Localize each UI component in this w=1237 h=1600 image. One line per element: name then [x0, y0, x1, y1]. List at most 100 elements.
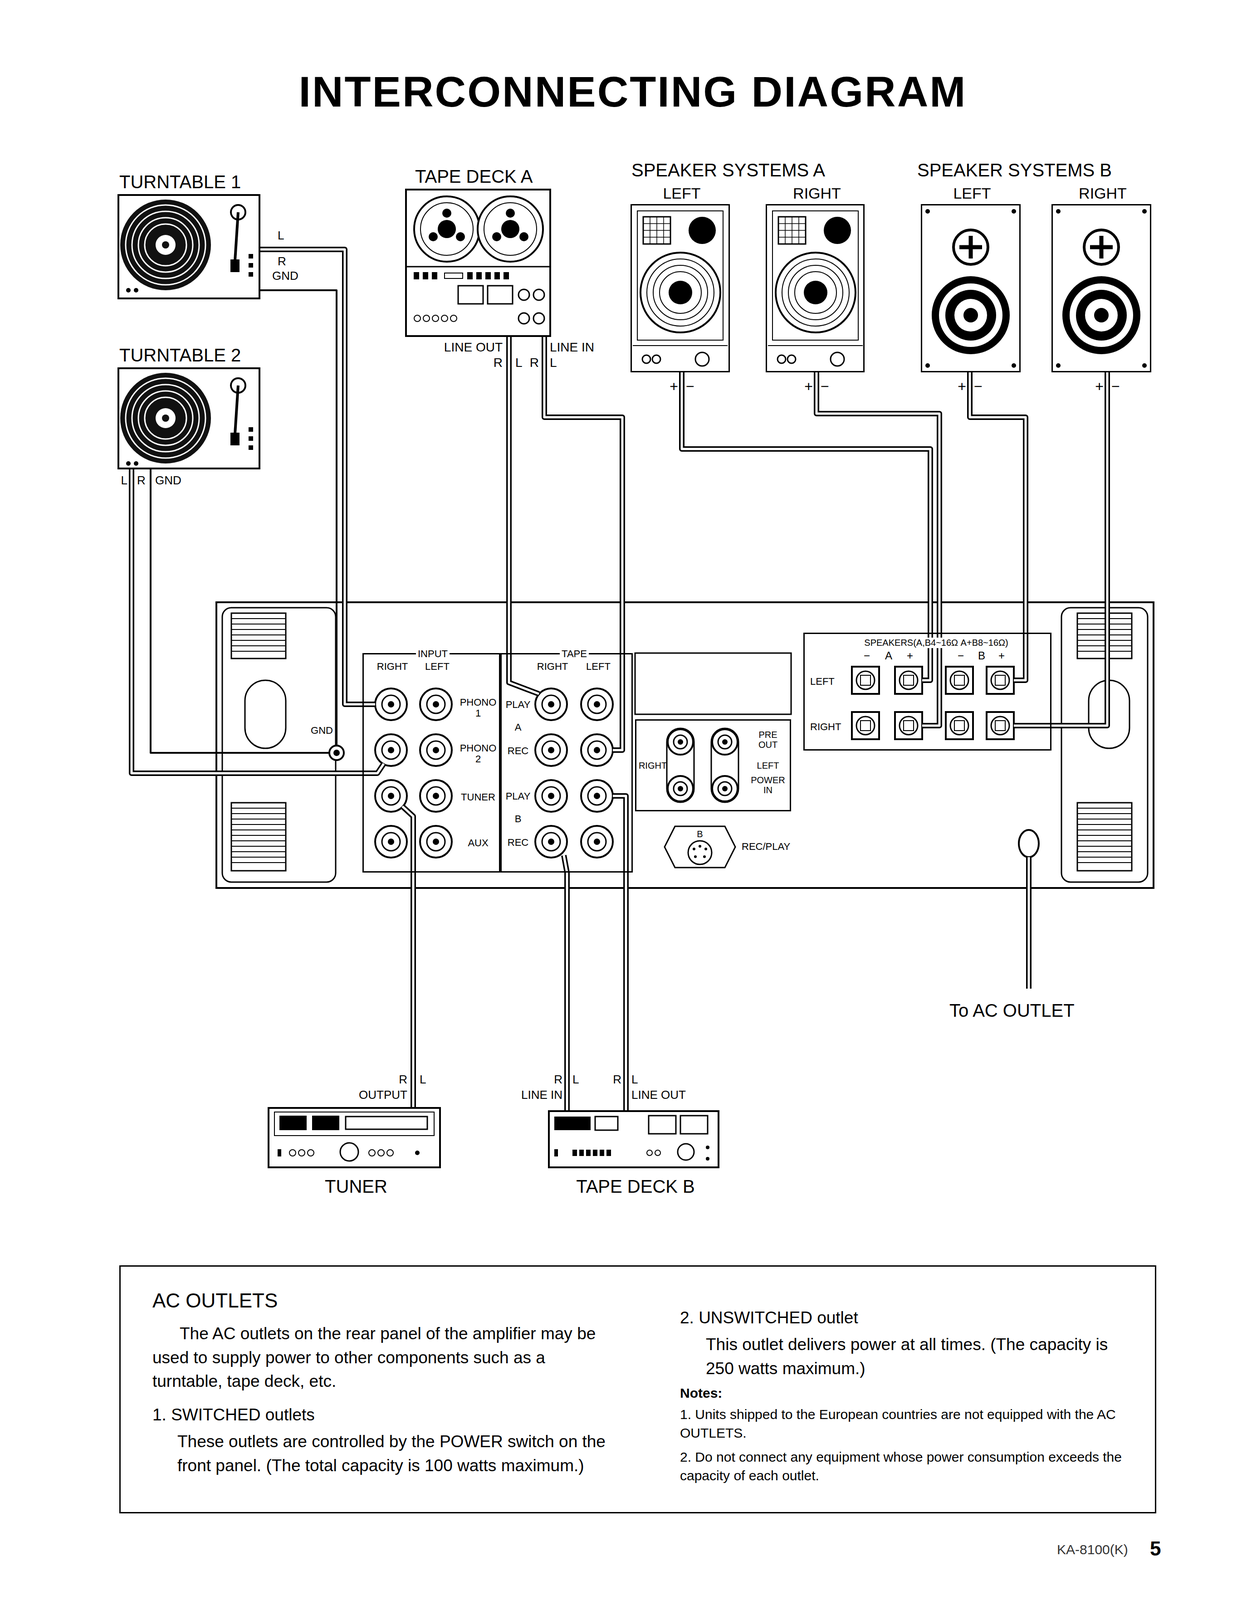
- note-text: Notes:: [679, 1385, 723, 1402]
- amplifier-rear-panel: [666, 728, 695, 803]
- cable: [544, 337, 623, 654]
- tape-deck-art: [450, 315, 457, 322]
- panel-label: −: [863, 649, 871, 663]
- rca-jack: [420, 688, 452, 721]
- turntable-art: [120, 372, 254, 466]
- device-heading: TAPE DECK A: [415, 166, 533, 187]
- cable: [625, 872, 628, 1111]
- tape-deck-art: [423, 315, 430, 322]
- tape-deck-art: [408, 191, 548, 266]
- rca-jack: [667, 729, 694, 755]
- polarity-mark: +: [1095, 378, 1104, 396]
- panel-label: SPEAKERS(A,B4~16Ω A+B8~16Ω): [862, 637, 1010, 649]
- amplifier-rear-panel: [244, 680, 286, 749]
- tape-deck-art: [648, 1115, 676, 1135]
- polarity-mark: +: [957, 378, 967, 396]
- cable: [969, 372, 1026, 633]
- panel-label: +: [906, 649, 914, 663]
- cable: [816, 372, 940, 633]
- panel-label: TUNER: [460, 791, 496, 803]
- page-number: 5: [1149, 1537, 1161, 1561]
- wire-label: R: [493, 355, 503, 371]
- panel-label: LEFT: [757, 760, 780, 772]
- jack-label: LINE IN: [521, 1088, 563, 1103]
- tuner-art: [345, 1116, 428, 1130]
- tape-deck-art: [592, 1149, 598, 1157]
- tuner-art: [377, 1149, 385, 1157]
- cable: [131, 469, 363, 774]
- tape-deck-art: [442, 208, 452, 218]
- rca-jack: [420, 734, 452, 767]
- tape-deck-art: [494, 272, 500, 280]
- tape-deck-art: [413, 272, 420, 280]
- tape-deck-art: [485, 272, 491, 280]
- tape-deck-art: [646, 1150, 653, 1156]
- tape-deck-art: [432, 315, 439, 322]
- rca-jack: [712, 776, 738, 802]
- tuner-art: [368, 1149, 376, 1157]
- speaker-terminal: [945, 666, 973, 695]
- turntable-art: [120, 372, 254, 466]
- group-heading: SPEAKER SYSTEMS A: [631, 159, 826, 181]
- cable: [816, 372, 940, 633]
- tuner-art: [415, 1150, 420, 1156]
- amplifier-rear-panel: [231, 808, 286, 863]
- cable: [623, 872, 629, 1111]
- panel-label: POWER IN: [748, 775, 788, 796]
- tape-deck-art: [595, 1116, 618, 1131]
- tape-deck-art: [554, 1115, 710, 1161]
- tuner-art: [274, 1112, 435, 1162]
- din-outline: [664, 826, 736, 868]
- polarity-mark: −: [973, 378, 983, 396]
- jack-label: LINE OUT: [444, 340, 503, 355]
- wire-label: R: [612, 1073, 622, 1087]
- rca-jack: [420, 826, 452, 858]
- device-heading: TAPE DECK B: [576, 1176, 695, 1198]
- equipment-box: TAPE DECK B: [547, 1110, 720, 1169]
- cable: [508, 337, 511, 654]
- wire-label: R: [136, 474, 146, 488]
- tape-deck-art: [444, 273, 463, 279]
- cable: [413, 872, 414, 1108]
- tape-deck-art: [455, 232, 465, 242]
- tuner-art: [289, 1149, 296, 1157]
- din-socket: [703, 855, 706, 859]
- cable: [1051, 372, 1108, 726]
- amplifier-rear-panel: [231, 618, 286, 652]
- panel-label: A: [884, 649, 893, 663]
- cable: [564, 872, 570, 1111]
- panel-label: −: [957, 649, 964, 663]
- jack-label: LINE OUT: [631, 1088, 686, 1103]
- cable: [816, 372, 940, 633]
- tape-deck-art: [476, 272, 482, 280]
- speaker-terminal: [851, 712, 880, 740]
- title: INTERCONNECTING DIAGRAM: [298, 67, 968, 117]
- panel-label: LEFT: [425, 660, 450, 673]
- wire-label: L: [419, 1073, 426, 1087]
- polarity-mark: +: [669, 378, 679, 396]
- panel-label: REC: [507, 836, 529, 849]
- ground-wire: [150, 469, 330, 753]
- wire-label: GND: [155, 474, 182, 488]
- panel-label: +: [998, 649, 1005, 663]
- amplifier-rear-panel: [222, 607, 336, 883]
- jack-label: LINE IN: [549, 340, 595, 355]
- tape-deck-art: [405, 266, 552, 268]
- rca-jack: [535, 734, 568, 767]
- panel-label: LEFT: [810, 675, 835, 688]
- polarity-mark: +: [804, 378, 813, 396]
- wire-label: R: [553, 1073, 563, 1087]
- cable: [131, 469, 363, 774]
- wire-label: L: [549, 355, 558, 371]
- tape-deck-art: [492, 232, 502, 242]
- wire-label: L: [277, 229, 284, 243]
- din-socket: [698, 845, 702, 848]
- speaker-art: [632, 210, 728, 367]
- amplifier-rear-panel: [231, 613, 286, 659]
- speaker-box: RIGHT: [765, 204, 865, 373]
- amplifier-rear-panel: [1077, 808, 1132, 863]
- tape-deck-art: [467, 272, 473, 280]
- ground-wire: [334, 750, 339, 756]
- din-socket-plate: BREC/PLAY: [663, 825, 737, 869]
- speaker-terminal: [894, 712, 923, 740]
